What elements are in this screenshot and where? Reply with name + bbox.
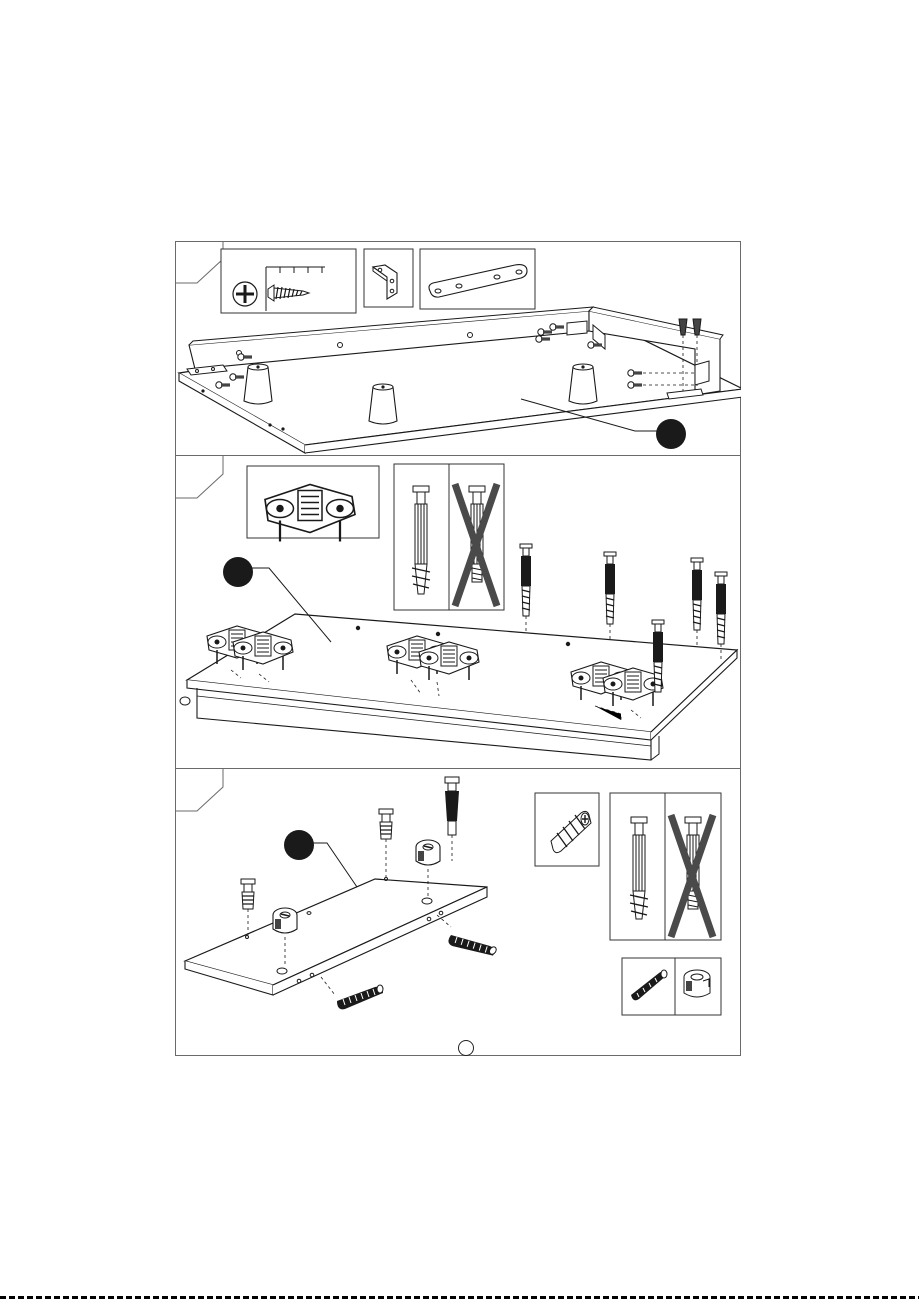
step-1-panel bbox=[175, 241, 741, 455]
hardware-box-dowel-camlock bbox=[622, 958, 721, 1015]
phillips-screw-icon bbox=[233, 282, 257, 306]
cam-bolt-3 bbox=[691, 558, 703, 630]
cam-bolt-step-3 bbox=[445, 777, 459, 861]
hardware-box-cam-bolt-compare bbox=[394, 464, 504, 610]
threaded-insert-right bbox=[379, 809, 393, 877]
hardware-box-cam-bolt-compare-2 bbox=[610, 793, 721, 940]
hardware-box-screw bbox=[221, 249, 356, 313]
cam-bolt-2 bbox=[604, 552, 616, 624]
page-number bbox=[458, 1040, 474, 1056]
leg-center bbox=[369, 384, 397, 424]
hardware-box-hinge-plate bbox=[247, 466, 379, 542]
step-3-illustration bbox=[175, 769, 741, 1056]
step-3-tab bbox=[175, 769, 223, 811]
cam-bolt-4 bbox=[715, 572, 727, 644]
cam-lock-icon bbox=[684, 970, 710, 997]
cam-bolt-1 bbox=[520, 544, 532, 616]
dowel-right bbox=[437, 915, 498, 969]
board-step-3 bbox=[185, 878, 487, 996]
leg-right bbox=[569, 364, 597, 404]
hardware-box-plate bbox=[420, 249, 535, 309]
callout-step-3 bbox=[284, 830, 357, 887]
step-3-panel bbox=[175, 768, 741, 1056]
threaded-insert-left bbox=[241, 879, 255, 935]
step-1-illustration bbox=[175, 241, 741, 455]
step-1-tab bbox=[175, 241, 223, 283]
leg-left bbox=[244, 364, 272, 404]
hardware-box-bracket bbox=[364, 249, 413, 307]
step-2-panel bbox=[175, 455, 741, 768]
hardware-box-threaded-insert bbox=[535, 793, 599, 866]
step-2-tab bbox=[175, 456, 223, 498]
step-2-illustration bbox=[175, 456, 741, 768]
dowel-left bbox=[321, 977, 383, 1009]
